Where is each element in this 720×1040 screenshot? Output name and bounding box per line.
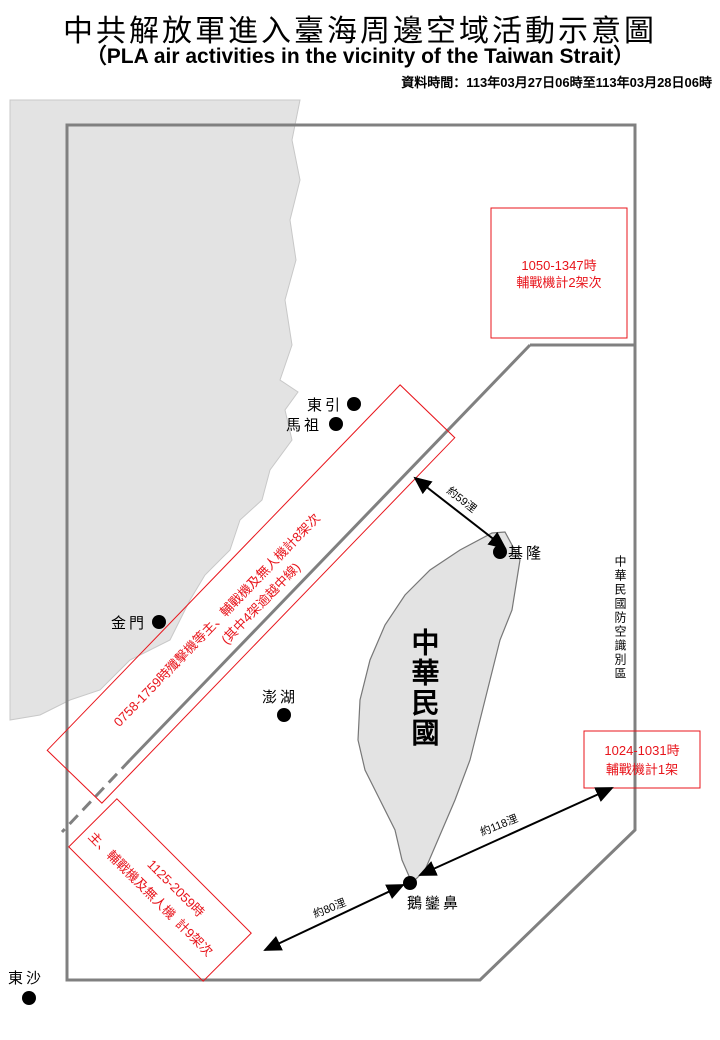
taiwan-island [357, 531, 521, 885]
activity-2-desc: 輔戰機計1架 [606, 762, 678, 777]
eluanbi-label: 鵝鑾鼻 [407, 894, 461, 912]
keelung-marker [493, 545, 507, 559]
kinmen-label: 金門 [111, 614, 147, 632]
map-title: 中共解放軍進入臺海周邊空域活動示意圖 [63, 14, 657, 49]
penghu-marker [277, 708, 291, 722]
dongyin-marker [347, 397, 361, 411]
activity-box-4 [68, 798, 252, 982]
distance-arrow-southwest [263, 884, 405, 951]
dongyin-label: 東引 [307, 396, 343, 414]
eluanbi-marker [403, 876, 417, 890]
dongsha-label: 東沙 [8, 969, 44, 987]
activity-2-time: 1024-1031時 [604, 743, 679, 758]
dongsha-marker [22, 991, 36, 1005]
distance-keelung-label: 約59浬 [444, 483, 480, 515]
activity-box-1 [490, 207, 628, 339]
activity-box-3 [46, 384, 456, 804]
distance-east-label: 約118浬 [478, 811, 520, 839]
activity-4-count: 計9架次 [173, 916, 216, 959]
adiz-label: 中華民國防空識別區 [613, 554, 627, 681]
distance-southwest-label: 約80浬 [311, 895, 348, 921]
median-line [128, 343, 532, 762]
map-subtitle: （PLA air activities in the vicinity of t… [85, 45, 635, 68]
penghu-label: 澎湖 [262, 688, 298, 706]
map-frame [65, 123, 637, 982]
activity-1-desc: 輔戰機計2架次 [516, 275, 601, 290]
activity-box-2 [583, 730, 701, 789]
distance-arrow-keelung [413, 476, 507, 550]
activity-1-time: 1050-1347時 [521, 258, 596, 273]
median-line-dashed [60, 758, 132, 834]
matsu-label: 馬祖 [286, 416, 322, 434]
china-mainland [9, 99, 301, 721]
matsu-marker [329, 417, 343, 431]
distance-arrow-east [418, 787, 614, 876]
keelung-label: 基隆 [508, 544, 544, 562]
roc-label: 中華民國 [408, 628, 441, 748]
data-time: 資料時間：113年03月27日06時至113年03月28日06時 [401, 75, 712, 90]
kinmen-marker [152, 615, 166, 629]
